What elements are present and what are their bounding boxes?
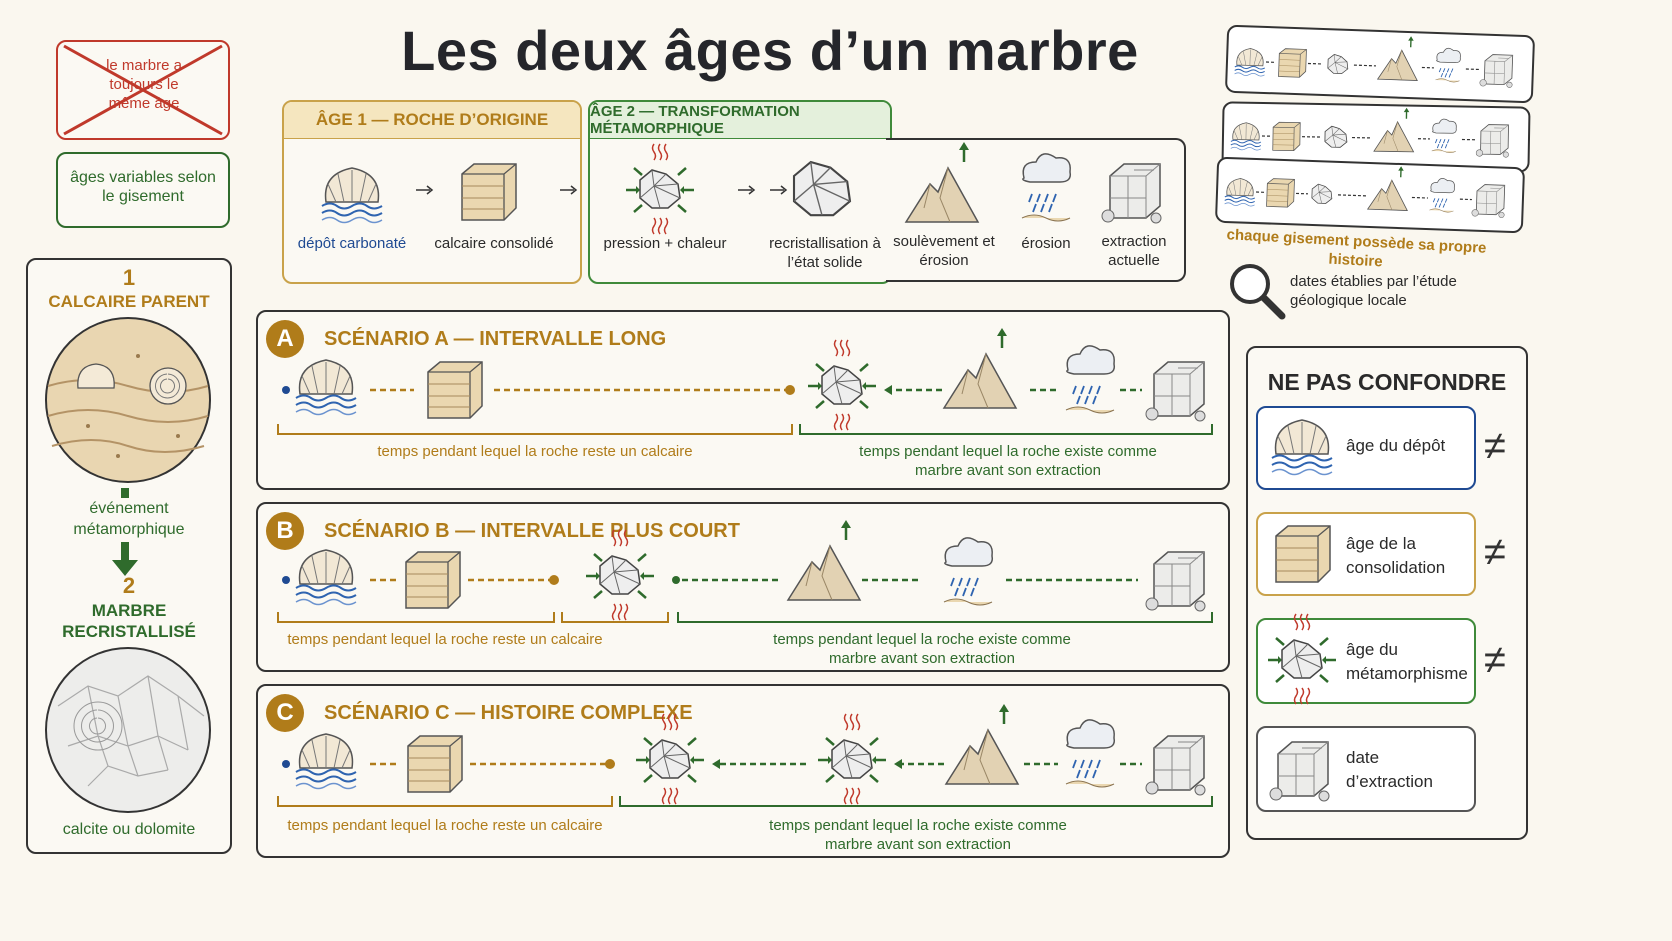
sidebar-panel: 1 CALCAIRE PARENT événement métamorphiqu…: [26, 258, 232, 854]
arrow-icon: [769, 185, 787, 195]
step-extraction-label: extraction actuelle: [1101, 233, 1167, 269]
step-uplift-label: soulèvement et érosion: [893, 233, 995, 269]
magnifier-icon: [1230, 264, 1286, 320]
limestone-block-icon: [461, 163, 517, 221]
scenario-a-timeline: [277, 326, 1213, 435]
scenario-a-limestone-label: temps pendant lequel la roche reste un c…: [377, 443, 693, 460]
scenario-b-marble-label: temps pendant lequel la roche existe com…: [773, 631, 1071, 667]
marble-section-icon: [45, 647, 211, 813]
right-note-box: âges variables selon le gisement: [56, 152, 230, 228]
event-connector: [121, 488, 129, 498]
step1-label: CALCAIRE PARENT: [48, 292, 210, 311]
age2-panel: ÂGE 2 — TRANSFORMATION MÉTAMORPHIQUE pre…: [588, 100, 892, 284]
deposit-card-2: [1221, 101, 1531, 173]
wrong-note-box: le marbre a toujours le même âge: [56, 40, 230, 140]
cross-icon: [63, 44, 223, 136]
scenario-c-marble-label: temps pendant lequel la roche existe com…: [769, 817, 1067, 853]
step-deposit-label: dépôt carbonaté: [297, 235, 407, 252]
right-note-text: âges variables selon le gisement: [70, 169, 216, 205]
recrystallized-icon: [792, 160, 852, 217]
step-consolidated-label: calcaire consolidé: [434, 235, 554, 252]
pressure-heat-icon: [1266, 613, 1338, 705]
scenario-a-title: SCÉNARIO A — INTERVALLE LONG: [324, 328, 667, 350]
deposit-card-1: [1224, 24, 1536, 104]
item-consolidation-age: âge de la consolidation: [1256, 512, 1476, 596]
age1-panel: ÂGE 1 — ROCHE D’ORIGINE dépôt carbonaté …: [282, 100, 582, 284]
scenario-b-badge: B: [266, 512, 304, 550]
scenario-b-limestone-label: temps pendant lequel la roche reste un c…: [287, 631, 603, 648]
step2-label: MARBRE RECRISTALLISÉ: [62, 601, 196, 641]
mountain-uplift-icon: [904, 140, 980, 224]
scenario-b-timeline: [277, 518, 1213, 623]
step-recrystallization-label: recristallisation à l’état solide: [769, 235, 881, 271]
scenario-c-limestone-label: temps pendant lequel la roche reste un c…: [287, 817, 603, 834]
age1-header: ÂGE 1 — ROCHE D’ORIGINE: [284, 102, 580, 139]
dates-note: dates établies par l’étude géologique lo…: [1290, 273, 1457, 309]
arrow-icon: [559, 185, 577, 195]
item-extraction-date: date d’extraction: [1256, 726, 1476, 812]
comparison-title: NE PAS CONFONDRE: [1267, 369, 1507, 395]
arrow-icon: [737, 185, 755, 195]
limestone-section-icon: [45, 317, 211, 483]
scenario-b-title: SCÉNARIO B — INTERVALLE PLUS COURT: [324, 520, 740, 542]
post-process-panel: soulèvement et érosion érosion extractio…: [886, 138, 1186, 282]
erosion-cloud-icon: [1021, 152, 1072, 222]
down-arrow-icon: [112, 542, 138, 576]
marble-cube-icon: [1101, 163, 1162, 224]
item-deposit-label: âge du dépôt: [1346, 436, 1446, 455]
deposit-2-timeline: [1230, 106, 1510, 158]
deposit-1-timeline: [1234, 34, 1514, 89]
scenario-a-badge: A: [266, 320, 304, 358]
deposit-card-3: [1214, 156, 1526, 234]
not-equal-symbol: ≠: [1484, 424, 1506, 468]
event-label: événement métamorphique: [73, 500, 185, 538]
age2-header: ÂGE 2 — TRANSFORMATION MÉTAMORPHIQUE: [590, 102, 890, 139]
page-title: Les deux âges d’un marbre: [401, 19, 1139, 82]
scenario-b-panel: B SCÉNARIO B — INTERVALLE PLUS COURT tem…: [256, 502, 1230, 672]
item-metamorphism-label: âge du métamorphisme: [1346, 640, 1468, 683]
scenario-a-panel: A SCÉNARIO A — INTERVALLE LONG temps pen…: [256, 310, 1230, 490]
marble-cube-icon: [1269, 741, 1330, 802]
limestone-block-icon: [1275, 525, 1331, 583]
comparison-panel: NE PAS CONFONDRE âge du dépôt ≠ âge de l…: [1246, 346, 1528, 840]
step1-number: 1: [122, 265, 136, 290]
deposit-shell-icon: [1271, 419, 1333, 476]
pressure-heat-icon: [624, 143, 696, 235]
scenario-c-title: SCÉNARIO C — HISTOIRE COMPLEXE: [324, 702, 693, 724]
item-deposit-age: âge du dépôt: [1256, 406, 1476, 490]
deposit-3-timeline: [1224, 164, 1506, 219]
not-equal-symbol: ≠: [1484, 530, 1506, 574]
scenario-a-marble-label: temps pendant lequel la roche existe com…: [859, 443, 1157, 479]
scenario-c-panel: C SCÉNARIO C — HISTOIRE COMPLEXE temps p…: [256, 684, 1230, 858]
item-metamorphism-age: âge du métamorphisme: [1256, 613, 1476, 705]
item-consolidation-label: âge de la consolidation: [1346, 534, 1446, 577]
not-equal-symbol: ≠: [1484, 638, 1506, 682]
step-erosion-label: érosion: [1021, 235, 1071, 252]
arrow-icon: [415, 185, 433, 195]
deposit-shell-icon: [321, 167, 383, 224]
scenario-c-badge: C: [266, 694, 304, 732]
step-pressure-label: pression + chaleur: [603, 235, 727, 252]
sidebar-caption: calcite ou dolomite: [62, 821, 196, 838]
step2-number: 2: [122, 573, 136, 598]
scenario-c-timeline: [277, 702, 1213, 807]
item-extraction-label: date d’extraction: [1346, 748, 1433, 791]
